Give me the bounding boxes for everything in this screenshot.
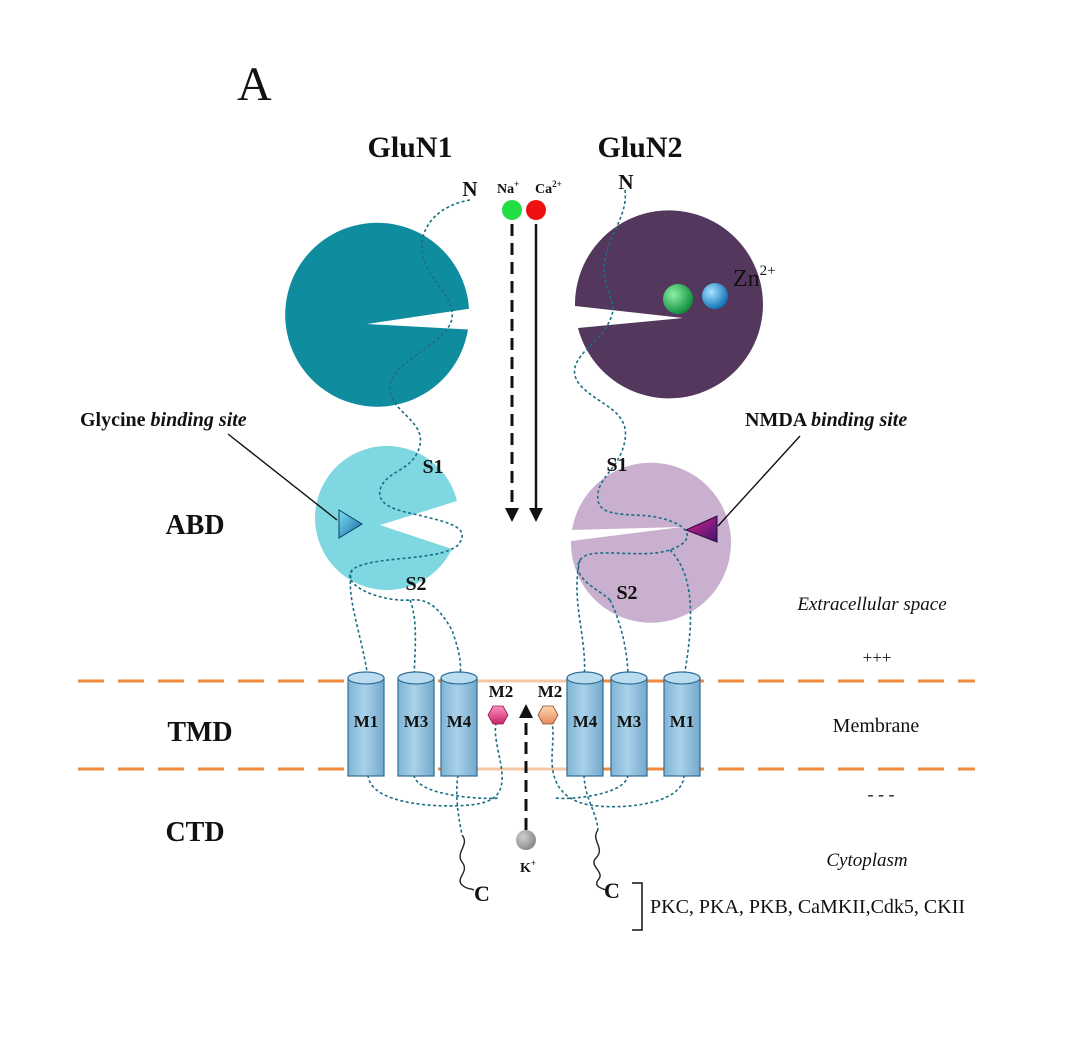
glycine-ligand-triangle: [338, 509, 363, 539]
glun1-m4-helix: M4: [440, 671, 478, 777]
glun1-n-terminus: N: [462, 177, 477, 201]
kinase-bracket: [632, 882, 643, 931]
nmda-ligand-triangle: [684, 515, 718, 543]
na-ion: [502, 200, 522, 220]
nmda-pointer-line: [717, 435, 801, 527]
abd-label: ABD: [165, 510, 224, 541]
glun1-s1-label: S1: [422, 456, 443, 478]
svg-text:M1: M1: [670, 712, 695, 731]
zn-site-green-ball: [663, 284, 693, 314]
tmd-label: TMD: [167, 717, 232, 748]
glun1-chain-m1-link: [349, 569, 369, 679]
glun1-c-terminus: C: [474, 881, 490, 906]
glun1-m3-helix: M3: [397, 671, 435, 777]
glun2-s1-label: S1: [606, 454, 627, 476]
svg-text:M3: M3: [404, 712, 429, 731]
cytoplasm-label: Cytoplasm: [826, 850, 907, 871]
ctd-label: CTD: [165, 817, 224, 848]
glun1-m2-label: M2: [489, 682, 514, 701]
intracellular-charge-label: - - -: [868, 784, 895, 804]
glun1-m2-hexagon: [487, 705, 509, 725]
glun2-chain-ctd: [547, 714, 685, 831]
glun1-chain-m3-link: [409, 599, 417, 679]
na-ion-label: Na+: [497, 179, 519, 197]
glun2-m1-helix: M1: [663, 671, 701, 777]
glun1-atd-domain: [285, 222, 469, 407]
glun2-chain-m3-link: [609, 599, 629, 679]
na-arrowhead: [505, 508, 519, 522]
glun1-abd-domain: [315, 445, 457, 590]
zn-ion-label: Zn2+: [733, 263, 776, 292]
glun2-m2-hexagon: [537, 705, 559, 725]
glun2-c-tail: [593, 829, 607, 891]
kinases-label: PKC, PKA, PKB, CaMKII,Cdk5, CKII: [650, 896, 965, 918]
glycine-binding-site-label: Glycine binding site: [80, 409, 247, 431]
glun2-m3-helix: M3: [610, 671, 648, 777]
glun2-n-terminus: N: [618, 170, 633, 194]
svg-text:M4: M4: [573, 712, 598, 731]
ca-arrowhead: [529, 508, 543, 522]
glun2-abd-domain: [570, 462, 731, 623]
glun2-title: GluN2: [597, 131, 682, 164]
k-ion: [516, 830, 536, 850]
nmda-binding-site-label: NMDA binding site: [745, 409, 907, 431]
extracellular-charge-label: +++: [863, 648, 892, 667]
k-ion-label: K+: [520, 858, 536, 876]
membrane-label: Membrane: [833, 715, 920, 737]
glun2-chain-path: [573, 189, 689, 601]
svg-text:M1: M1: [354, 712, 379, 731]
panel-label: A: [237, 58, 272, 111]
glun1-title: GluN1: [367, 131, 452, 164]
glun2-m2-label: M2: [538, 682, 563, 701]
glun1-chain-path: [349, 199, 471, 679]
glun1-s2-label: S2: [405, 573, 426, 595]
glun2-c-terminus: C: [604, 878, 620, 903]
glycine-pointer-line: [227, 433, 338, 521]
glun1-c-tail: [459, 834, 475, 891]
glun2-chain-m4-link: [576, 559, 586, 679]
glun2-m4-helix: M4: [566, 671, 604, 777]
svg-text:M3: M3: [617, 712, 642, 731]
k-arrowhead: [519, 704, 533, 718]
glun2-s2-label: S2: [616, 582, 637, 604]
zn-ion: [702, 283, 728, 309]
glun1-chain-ctd: [367, 714, 503, 836]
extracellular-label: Extracellular space: [796, 594, 946, 615]
glun1-m1-helix: M1: [347, 671, 385, 777]
svg-text:M4: M4: [447, 712, 472, 731]
ca-ion: [526, 200, 546, 220]
ca-ion-label: Ca2+: [535, 179, 562, 197]
